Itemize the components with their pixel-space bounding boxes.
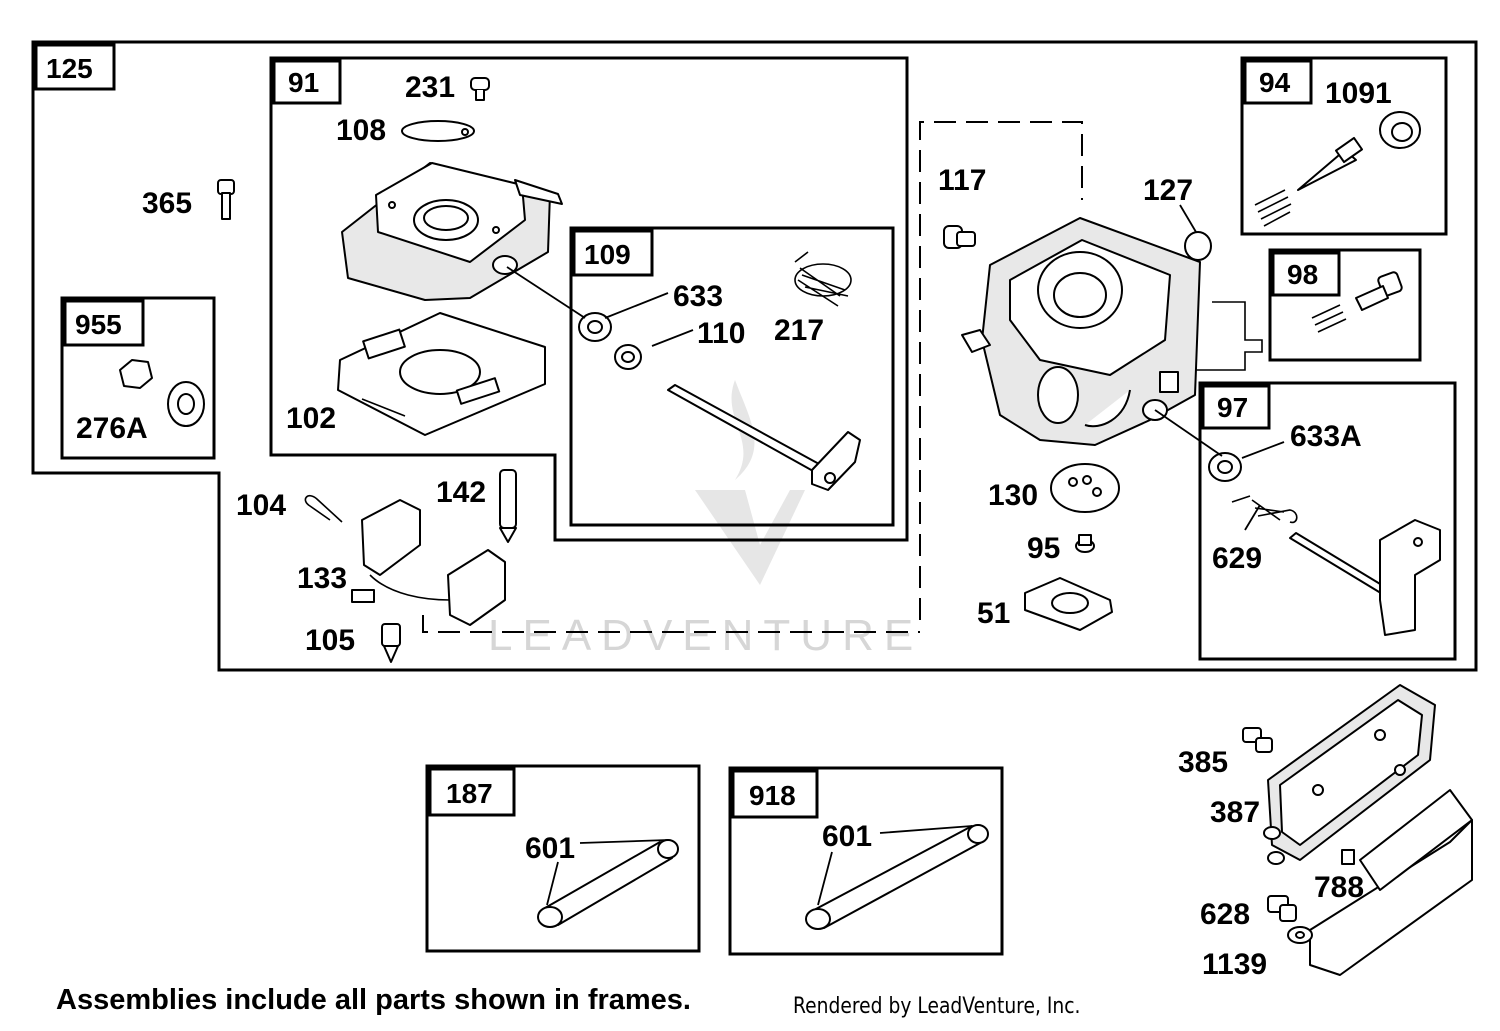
float-133-icon [351, 499, 506, 626]
bushing-633a-icon [1208, 452, 1242, 482]
frame-94-outline [1240, 56, 1448, 236]
label-276a: 276A [76, 412, 148, 445]
plug-127-icon [1184, 231, 1212, 261]
gasket-108-icon [401, 120, 475, 142]
watermark: LEADVENTURE [488, 380, 923, 660]
screw-117-icon [943, 225, 976, 249]
frame-918-tab [731, 769, 819, 819]
frame-918-outline [728, 766, 1004, 956]
label-629: 629 [1212, 542, 1262, 575]
bushing-633-icon [578, 312, 612, 342]
label-127: 127 [1143, 174, 1193, 207]
frame-125-label: 125 [46, 53, 93, 84]
choke-plate-130-icon [1050, 463, 1120, 513]
frame-94-tab [1243, 59, 1313, 105]
label-117: 117 [938, 164, 986, 197]
throttle-shaft-icon [667, 384, 861, 491]
frame-125-outline [31, 40, 1478, 672]
frame-91-label: 91 [288, 67, 319, 98]
dash-line-bottom [422, 615, 920, 633]
frame-187-label: 187 [446, 778, 493, 809]
watermark-text: LEADVENTURE [488, 611, 923, 660]
frame-94-label: 94 [1259, 67, 1291, 98]
label-110: 110 [697, 317, 745, 350]
leader-lines [506, 204, 1285, 906]
fuel-line-918-icon [805, 824, 989, 930]
label-95: 95 [1027, 532, 1060, 565]
needle-142-icon [499, 469, 517, 543]
gasket-51-icon [1024, 577, 1113, 631]
label-387: 387 [1210, 796, 1260, 829]
carburetor-body-icon [961, 217, 1201, 446]
frame-91-tab [272, 59, 342, 105]
frame-98-label: 98 [1287, 259, 1318, 290]
label-628: 628 [1200, 898, 1250, 931]
watermark-logo-icon [695, 380, 805, 585]
frame-91-outline [269, 56, 909, 542]
frame-918-label: 918 [749, 780, 796, 811]
part-labels: 231 108 365 633 110 217 102 276A 104 142… [76, 71, 1392, 981]
label-133: 133 [297, 562, 347, 595]
fuel-pump-387-icon [1263, 684, 1436, 865]
label-601-a: 601 [525, 832, 575, 865]
bracket-788-icon [1309, 789, 1473, 976]
screw-95-icon [1075, 534, 1095, 553]
label-788: 788 [1314, 871, 1364, 904]
label-633: 633 [673, 280, 723, 313]
frame-187-tab [428, 767, 516, 817]
label-601-b: 601 [822, 820, 872, 853]
frame-109-label: 109 [584, 239, 631, 270]
label-217: 217 [774, 314, 824, 347]
frame-955-outline [60, 296, 216, 460]
label-633a: 633A [1290, 420, 1362, 453]
carb-cover-icon [341, 162, 563, 301]
spring-629-icon [1231, 495, 1298, 524]
frame-187-outline [425, 764, 701, 953]
frame-955-label: 955 [75, 309, 122, 340]
fuel-line-187-icon [537, 839, 679, 928]
washer-1139-icon [1287, 926, 1313, 944]
label-385: 385 [1178, 746, 1228, 779]
label-108: 108 [336, 114, 386, 147]
washer-110-icon [614, 344, 642, 370]
screw-628-icon [1267, 895, 1297, 922]
needle-1091-icon [1254, 111, 1421, 227]
frame-109-outline [569, 226, 895, 527]
frame-125-tab [34, 43, 116, 91]
frame-109-tab [572, 229, 654, 277]
screw-365-icon [217, 179, 235, 220]
needle-105-icon [381, 623, 401, 663]
spring-217-icon [794, 251, 852, 307]
frame-97-label: 97 [1217, 392, 1248, 423]
frame-955-tab [63, 299, 145, 347]
label-51: 51 [977, 597, 1010, 630]
footer-note: Assemblies include all parts shown in fr… [56, 984, 691, 1016]
label-105: 105 [305, 624, 355, 657]
frame-97-outline [1198, 381, 1457, 661]
frame-98-tab [1271, 251, 1341, 297]
float-pin-104-icon [304, 495, 343, 523]
footer-credit: Rendered by LeadVenture, Inc. [793, 994, 1081, 1019]
plug-276a-icon [119, 359, 205, 427]
choke-shaft-icon [1289, 519, 1441, 636]
screw-231-icon [470, 77, 490, 101]
screw-98-icon [1311, 271, 1403, 333]
label-130: 130 [988, 479, 1038, 512]
label-142: 142 [436, 476, 486, 509]
label-104: 104 [236, 489, 286, 522]
label-102: 102 [286, 402, 336, 435]
frame-98-connector [1180, 301, 1263, 371]
screw-385-icon [1242, 727, 1273, 753]
frame-97-tab [1201, 384, 1271, 430]
label-231: 231 [405, 71, 455, 104]
label-365: 365 [142, 187, 192, 220]
gasket-102-icon [337, 312, 546, 436]
frame-98-outline [1268, 248, 1422, 362]
label-1139: 1139 [1202, 948, 1267, 981]
dash-line-right [919, 121, 1083, 620]
label-1091: 1091 [1325, 77, 1392, 110]
